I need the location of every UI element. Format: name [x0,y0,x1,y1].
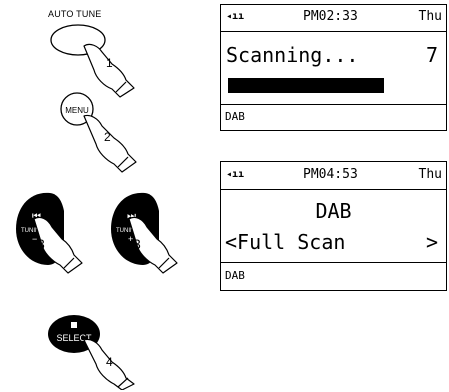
tuning-down-label: TUNING [21,228,44,234]
autotune-step-number: 1 [106,56,113,70]
lcd-separator [221,104,446,105]
menu-label: MENU [65,106,89,115]
autotune-label: AUTO TUNE [48,9,102,19]
menu-step-number: 2 [104,130,111,144]
tuning-up-step-number: 3 [133,236,141,252]
skip-back-icon: ⏮ [32,211,41,222]
menu-title: DAB [315,199,352,223]
lcd-day: Thu [418,167,442,182]
lcd-separator [221,31,446,32]
signal-strength-icon: ◂ıı [226,11,245,22]
menu-next-arrow: > [425,230,438,254]
lcd-separator [221,262,446,263]
scan-progress-track [228,78,436,93]
lcd-display-menu: ◂ıı PM04:53 Thu DAB <Full Scan > DAB [220,161,447,291]
lcd-time: PM04:53 [303,167,358,182]
pointing-hand-icon [83,114,137,173]
tuning-up-label: TUNING [116,228,139,234]
pointing-hand-icon [33,216,83,274]
lcd-status-bar: ◂ıı PM04:53 Thu [221,167,446,183]
pointing-hand-icon [83,43,135,98]
lcd-display-scanning: ◂ıı PM02:33 Thu Scanning... 7 DAB [220,4,447,131]
lcd-footer: DAB [225,110,245,123]
signal-strength-icon: ◂ıı [226,169,245,180]
tuning-down-sign: − [32,234,37,244]
select-label: SELECT [56,333,92,343]
select-square-icon [71,322,77,328]
pointing-hand-icon [83,338,135,390]
skip-forward-icon: ⏭ [127,211,136,222]
tuning-down-step: ⏮ TUNING − 3 [16,192,83,274]
pointing-hand-icon [128,216,178,274]
lcd-separator [221,189,446,190]
select-step: SELECT 4 [48,315,135,390]
tuning-down-step-number: 3 [37,236,45,252]
tuning-up-sign: + [128,234,133,244]
lcd-status-bar: ◂ıı PM02:33 Thu [221,9,446,25]
lcd-day: Thu [418,9,442,24]
select-step-number: 4 [106,355,113,369]
menu-step: MENU 2 [60,92,137,173]
menu-option: <Full Scan [225,230,346,254]
lcd-time: PM02:33 [303,9,358,24]
autotune-step: 1 [50,24,135,98]
tuning-up-step: ⏭ TUNING + 3 [111,192,178,274]
station-count: 7 [425,43,438,67]
lcd-footer: DAB [225,269,245,282]
scanning-text: Scanning... [226,43,359,67]
scan-progress-bar [228,78,384,93]
